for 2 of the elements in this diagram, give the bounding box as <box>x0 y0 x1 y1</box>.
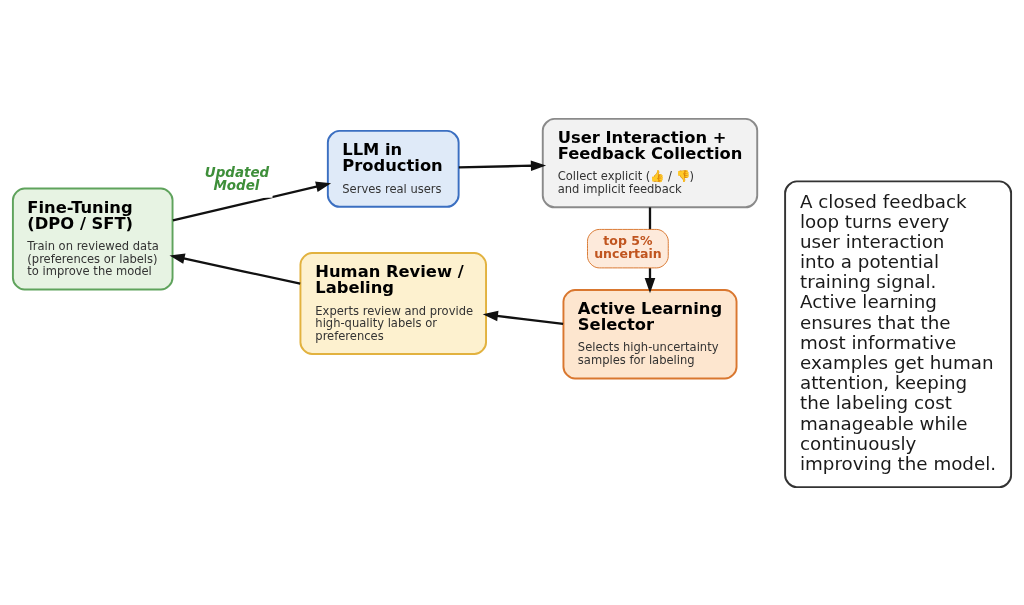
edge-label: top 5% uncertain <box>594 232 662 261</box>
edge-label: Updated Model <box>204 164 270 193</box>
